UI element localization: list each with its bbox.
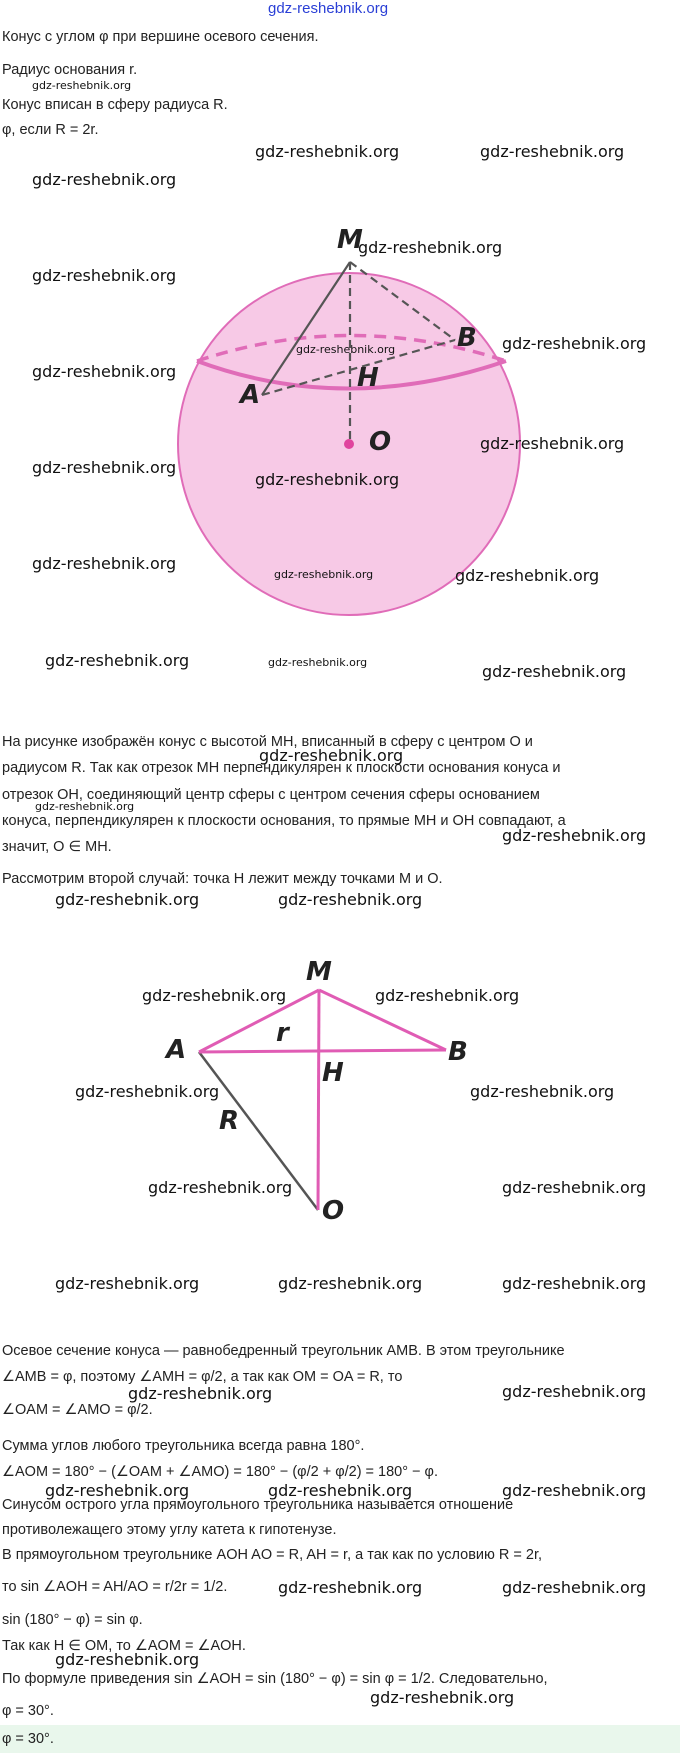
explain-line-6: Рассмотрим второй случай: точка H лежит … xyxy=(2,871,443,887)
watermark: gdz-reshebnik.org xyxy=(148,1178,293,1197)
problem-line-3: Конус вписан в сферу радиуса R. xyxy=(2,97,228,113)
watermark: gdz-reshebnik.org xyxy=(502,1578,647,1597)
watermark: gdz-reshebnik.org xyxy=(75,1082,220,1101)
watermark: gdz-reshebnik.org xyxy=(375,986,520,1005)
watermark: gdz-reshebnik.org xyxy=(296,343,396,356)
solution-line-12: По формуле приведения sin ∠AOH = sin (18… xyxy=(2,1671,548,1687)
watermark: gdz-reshebnik.org xyxy=(55,1650,200,1669)
edge-MA xyxy=(261,261,351,396)
watermark: gdz-reshebnik.org xyxy=(502,1178,647,1197)
site-link[interactable]: gdz-reshebnik.org xyxy=(268,0,389,17)
center-O-dot xyxy=(344,439,354,449)
solution-line-5: ∠AOM = 180° − (∠OAM + ∠AMO) = 180° − (φ/… xyxy=(2,1464,438,1480)
watermark: gdz-reshebnik.org xyxy=(455,566,600,585)
watermark: gdz-reshebnik.org xyxy=(142,986,287,1005)
solution-line-2: ∠AMB = φ, поэтому ∠AMH = φ/2, а так как … xyxy=(2,1369,403,1385)
edge-AB xyxy=(261,338,456,397)
label-H: H xyxy=(357,363,379,393)
watermark: gdz-reshebnik.org xyxy=(278,890,423,909)
solution-line-6: Синусом острого угла прямоугольного треу… xyxy=(2,1497,514,1513)
watermark: gdz-reshebnik.org xyxy=(274,568,374,581)
segment-MA xyxy=(198,988,320,1054)
solution-line-3: ∠OAM = ∠AMO = φ/2. xyxy=(2,1402,153,1418)
label-B: B xyxy=(457,323,477,353)
watermark: gdz-reshebnik.org xyxy=(55,890,200,909)
segment-MO xyxy=(316,989,321,1211)
watermark: gdz-reshebnik.org xyxy=(268,656,368,669)
label-H: H xyxy=(322,1058,344,1088)
watermark: gdz-reshebnik.org xyxy=(255,470,400,489)
explain-line-5: значит, O ∈ MH. xyxy=(2,839,112,855)
label-B: B xyxy=(448,1037,468,1067)
watermark: gdz-reshebnik.org xyxy=(502,826,647,845)
watermark: gdz-reshebnik.org xyxy=(55,1274,200,1293)
solution-line-7: противолежащего этому углу катета к гипо… xyxy=(2,1522,337,1538)
solution-line-9: то sin ∠AOH = AH/AO = r/2r = 1/2. xyxy=(2,1579,228,1595)
edge-MB xyxy=(349,261,456,341)
segment-AO xyxy=(198,1051,319,1211)
watermark: gdz-reshebnik.org xyxy=(35,800,135,813)
watermark: gdz-reshebnik.org xyxy=(470,1082,615,1101)
label-O: O xyxy=(322,1196,344,1226)
solution-line-4: Сумма углов любого треугольника всегда р… xyxy=(2,1438,365,1454)
solution-line-1: Осевое сечение конуса — равнобедренный т… xyxy=(2,1343,565,1359)
watermark: gdz-reshebnik.org xyxy=(45,1481,190,1500)
problem-line-2: Радиус основания r. xyxy=(2,62,138,78)
watermark: gdz-reshebnik.org xyxy=(32,362,177,381)
label-M: M xyxy=(306,957,332,987)
watermark: gdz-reshebnik.org xyxy=(502,1481,647,1500)
watermark: gdz-reshebnik.org xyxy=(278,1274,423,1293)
figure-sphere-cone: M A B H O xyxy=(177,225,521,616)
segment-MB xyxy=(318,988,447,1052)
answer-box xyxy=(0,1725,680,1753)
solution-line-13: φ = 30°. xyxy=(2,1703,54,1719)
problem-line-1: Конус с углом φ при вершине осевого сече… xyxy=(2,29,319,45)
watermark: gdz-reshebnik.org xyxy=(32,458,177,477)
watermark: gdz-reshebnik.org xyxy=(32,266,177,285)
watermark: gdz-reshebnik.org xyxy=(370,1688,515,1707)
watermark: gdz-reshebnik.org xyxy=(45,651,190,670)
watermark: gdz-reshebnik.org xyxy=(278,1578,423,1597)
watermark: gdz-reshebnik.org xyxy=(502,1382,647,1401)
watermark: gdz-reshebnik.org xyxy=(480,434,625,453)
watermark: gdz-reshebnik.org xyxy=(32,79,132,92)
solution-line-8: В прямоугольном треугольнике AOH AO = R,… xyxy=(2,1547,543,1563)
label-M: M xyxy=(337,225,363,255)
watermark: gdz-reshebnik.org xyxy=(32,554,177,573)
explain-line-4: конуса, перпендикулярен к плоскости осно… xyxy=(2,813,566,829)
answer-line: φ = 30°. xyxy=(2,1731,54,1747)
watermark: gdz-reshebnik.org xyxy=(358,238,503,257)
watermark: gdz-reshebnik.org xyxy=(480,142,625,161)
problem-line-4: φ, если R = 2r. xyxy=(2,122,99,138)
watermark: gdz-reshebnik.org xyxy=(482,662,627,681)
explain-line-2: радиусом R. Так как отрезок MH перпендик… xyxy=(2,760,561,776)
label-R: R xyxy=(219,1106,239,1136)
watermark: gdz-reshebnik.org xyxy=(255,142,400,161)
explain-line-3: отрезок OH, соединяющий центр сферы с це… xyxy=(2,787,540,803)
watermark: gdz-reshebnik.org xyxy=(268,1481,413,1500)
section-back-arc xyxy=(196,333,507,363)
label-r: r xyxy=(276,1018,291,1048)
watermark: gdz-reshebnik.org xyxy=(502,334,647,353)
section-front-arc xyxy=(196,359,507,391)
watermark: gdz-reshebnik.org xyxy=(502,1274,647,1293)
figure-section-triangle: M A B H O r R xyxy=(164,957,468,1226)
label-A: A xyxy=(238,380,260,410)
watermark: gdz-reshebnik.org xyxy=(32,170,177,189)
solution-line-11: Так как H ∈ OM, то ∠AOM = ∠AOH. xyxy=(2,1638,246,1654)
solution-line-10: sin (180° − φ) = sin φ. xyxy=(2,1612,143,1628)
label-O: O xyxy=(369,427,391,457)
watermark: gdz-reshebnik.org xyxy=(128,1384,273,1403)
label-A: A xyxy=(164,1035,186,1065)
segment-AB xyxy=(198,1048,447,1054)
watermark: gdz-reshebnik.org xyxy=(259,746,404,765)
explain-line-1: На рисунке изображён конус с высотой MH,… xyxy=(2,734,533,750)
